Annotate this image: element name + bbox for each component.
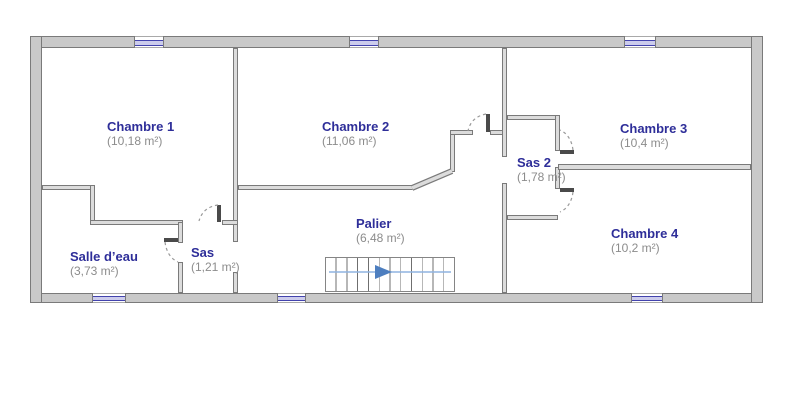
door-arc [198,204,219,222]
window [93,293,125,303]
window [625,36,655,48]
room-label-chambre-2: Chambre 2 (11,06 m²) [322,119,389,148]
interior-wall [178,222,183,243]
interior-wall [502,48,507,157]
room-area: (1,78 m²) [517,170,566,184]
room-name: Salle d’eau [70,249,138,264]
interior-wall [233,48,238,242]
exterior-wall-top [163,36,350,48]
interior-wall [178,262,183,293]
interior-wall [90,185,95,225]
interior-wall [555,167,560,189]
room-label-sas-2: Sas 2 (1,78 m²) [517,155,566,184]
room-area: (10,4 m²) [620,136,669,150]
room-area: (10,18 m²) [107,134,163,148]
interior-wall [558,164,751,170]
exterior-wall-right [751,36,763,303]
exterior-wall-top [655,36,763,48]
interior-wall [450,130,473,135]
room-area: (10,2 m²) [611,241,660,255]
interior-wall [233,272,238,293]
room-label-salle-deau: Salle d’eau (3,73 m²) [70,249,138,278]
room-area: (1,21 m²) [191,260,240,274]
interior-wall [222,220,238,225]
interior-wall [507,115,558,120]
exterior-wall-top [378,36,625,48]
window [632,293,662,303]
room-label-palier: Palier (6,48 m²) [356,216,405,245]
room-name: Chambre 2 [322,119,390,134]
room-name: Sas 2 [517,155,551,170]
door-arc [164,241,179,263]
door-arc [467,113,487,132]
interior-wall [507,215,558,220]
room-name: Chambre 1 [107,119,175,134]
exterior-wall-left [30,36,42,303]
door-leaf [560,188,574,192]
room-label-chambre-4: Chambre 4 (10,2 m²) [611,226,678,255]
exterior-wall-top [30,36,135,48]
interior-wall [42,185,95,190]
room-name: Chambre 4 [611,226,679,241]
door-arc [559,129,574,151]
room-name: Palier [356,216,392,231]
room-label-chambre-1: Chambre 1 (10,18 m²) [107,119,174,148]
room-area: (6,48 m²) [356,231,405,245]
door-leaf [560,150,574,154]
exterior-wall-bottom [305,293,632,303]
staircase [325,257,455,292]
door-leaf [164,238,178,242]
room-name: Chambre 3 [620,121,688,136]
interior-wall [90,220,183,225]
room-area: (3,73 m²) [70,264,119,278]
room-name: Sas [191,245,215,260]
exterior-wall-bottom [125,293,278,303]
interior-wall [502,183,507,293]
interior-wall [238,185,413,190]
window [350,36,378,48]
exterior-wall-bottom [662,293,763,303]
interior-wall [555,115,560,151]
room-label-chambre-3: Chambre 3 (10,4 m²) [620,121,687,150]
room-area: (11,06 m²) [322,134,377,148]
door-leaf [486,114,490,132]
interior-wall-diagonal [411,169,453,190]
interior-wall [450,133,455,172]
window [135,36,163,48]
door-leaf [217,205,221,222]
room-label-sas: Sas (1,21 m²) [191,245,240,274]
interior-wall-diagonal [410,168,454,191]
door-arc [559,191,574,213]
window [278,293,305,303]
